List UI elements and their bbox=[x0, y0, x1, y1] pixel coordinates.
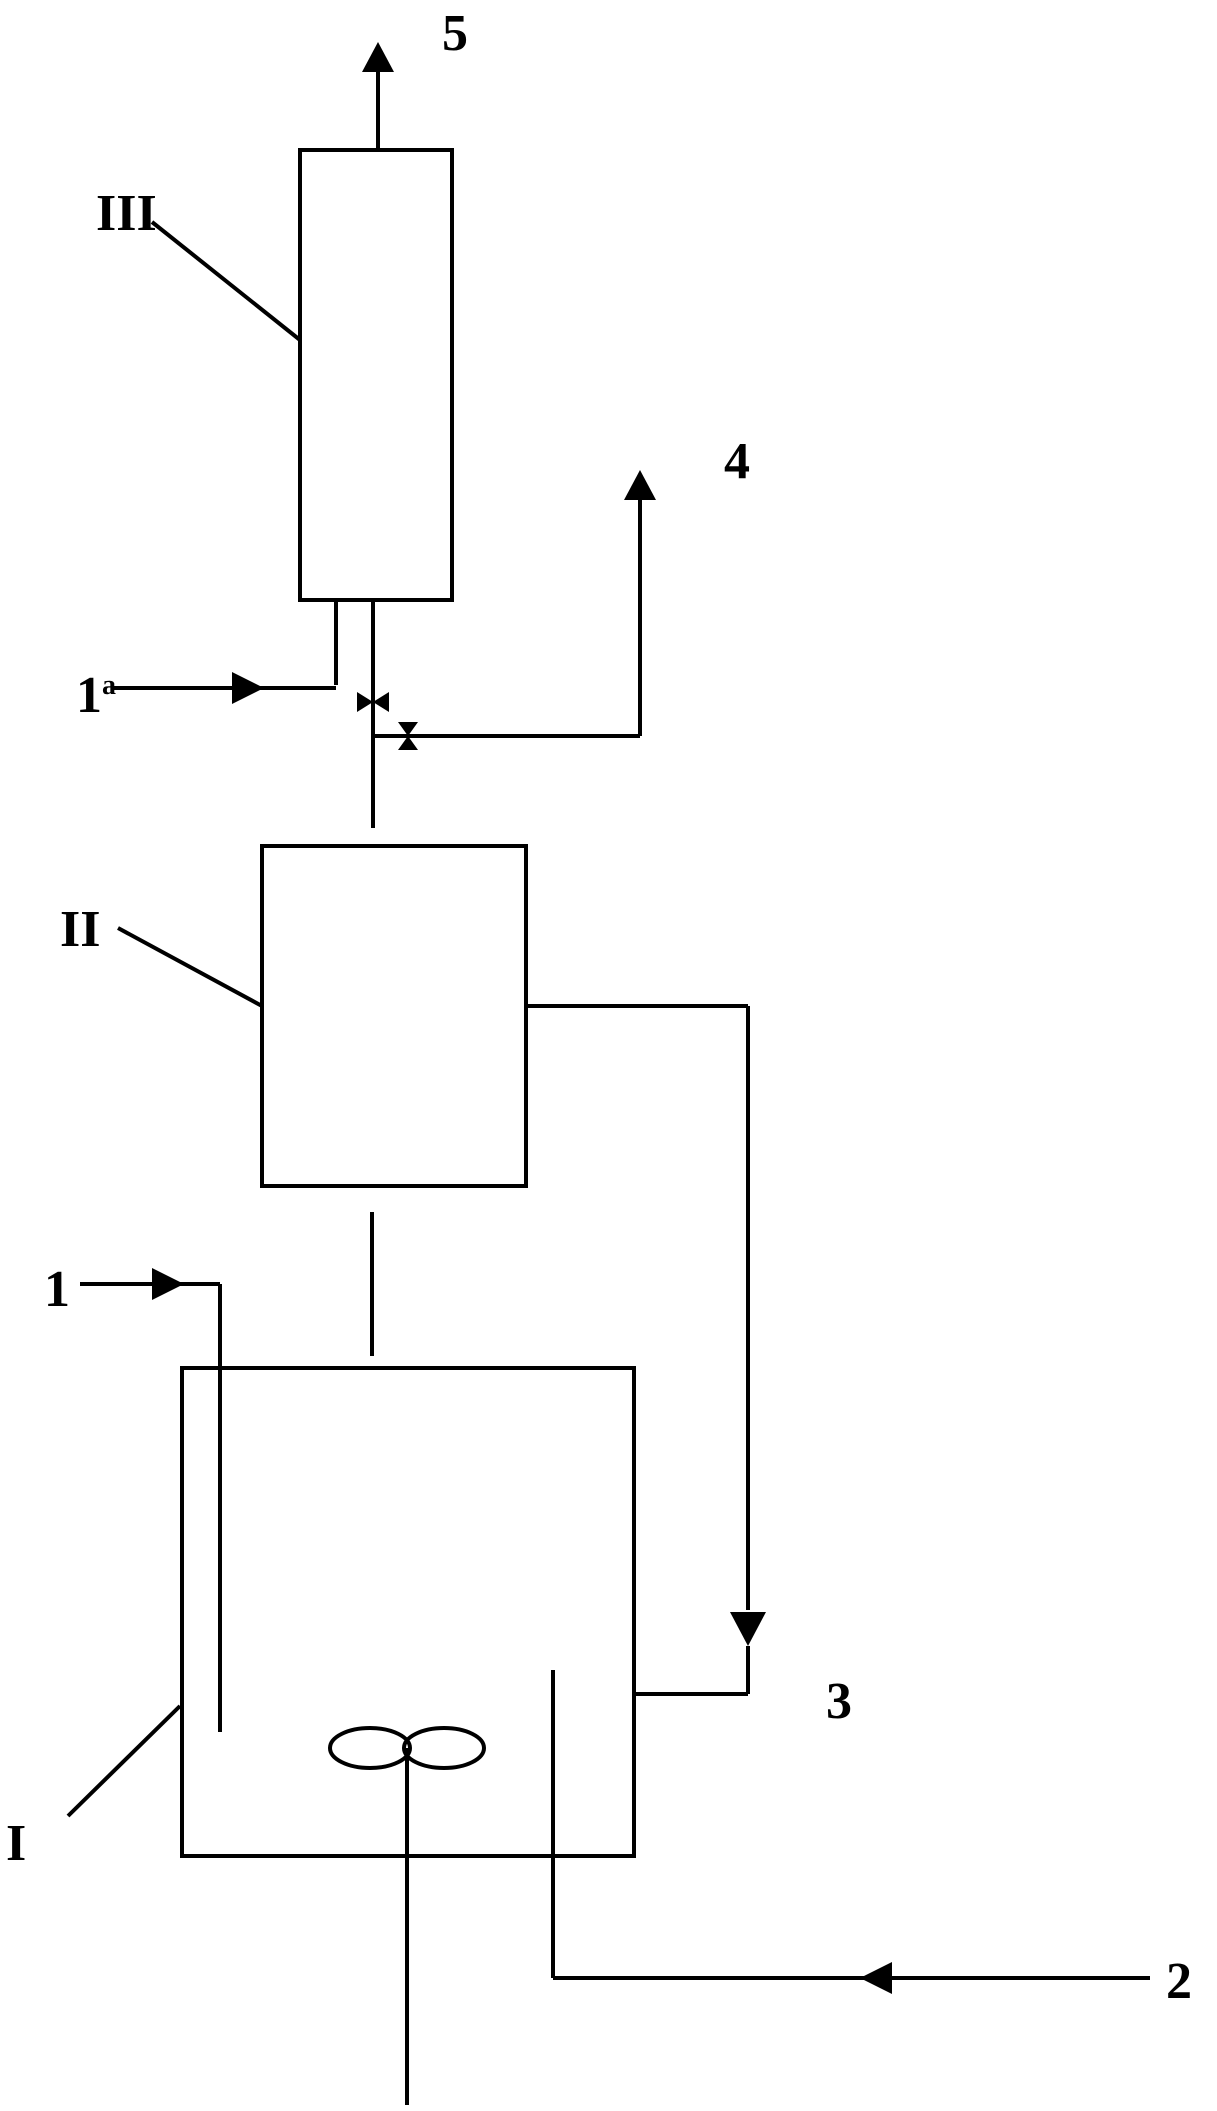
vessel-II bbox=[262, 846, 526, 1186]
label-column-III: III bbox=[96, 185, 157, 242]
label-stream-4: 4 bbox=[724, 433, 750, 490]
label-stream-1: 1 bbox=[44, 1261, 70, 1318]
reactor-I-leader bbox=[68, 1706, 180, 1816]
label-stream-1a-base: 1 bbox=[76, 667, 102, 724]
column-III bbox=[300, 150, 452, 600]
stream-5-arrow bbox=[362, 42, 394, 72]
column-III-leader bbox=[152, 222, 300, 340]
label-stream-2: 2 bbox=[1166, 1953, 1192, 2010]
stream-1a-arrow bbox=[232, 672, 264, 704]
stream-1-arrow bbox=[152, 1268, 184, 1300]
vessel-II-leader bbox=[118, 928, 262, 1006]
label-vessel-II: II bbox=[60, 901, 100, 958]
stream-4-arrow bbox=[624, 470, 656, 500]
stream-2-arrow bbox=[860, 1962, 892, 1994]
label-stream-1a-sup: a bbox=[102, 670, 116, 701]
label-stream-5: 5 bbox=[442, 5, 468, 62]
label-reactor-I: I bbox=[6, 1815, 26, 1872]
label-stream-1a: 1a bbox=[76, 667, 116, 724]
recycle-arrow bbox=[730, 1612, 766, 1646]
label-stream-3: 3 bbox=[826, 1673, 852, 1730]
